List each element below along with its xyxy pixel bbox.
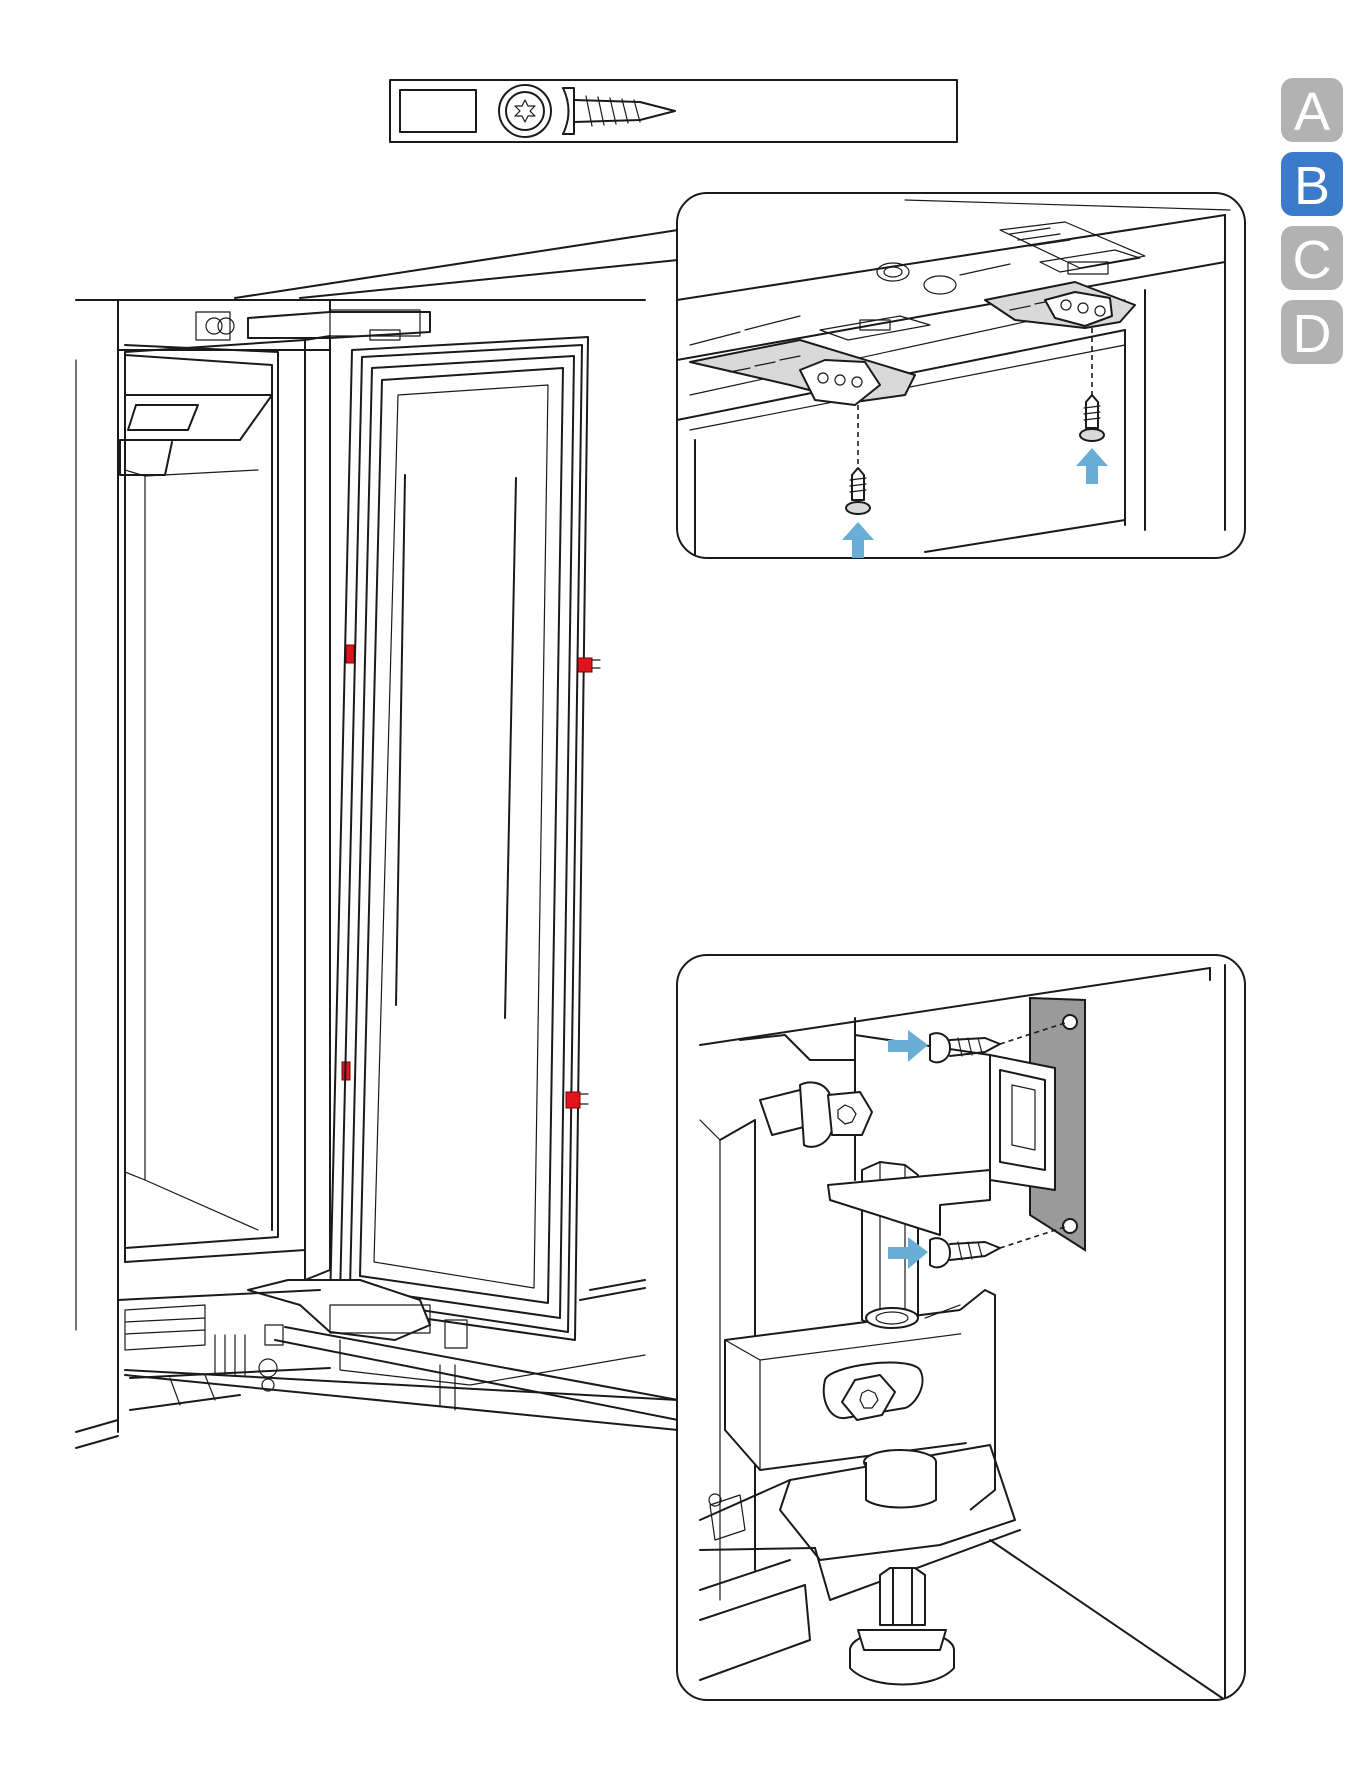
refrigerator-door (330, 337, 600, 1340)
top-hinge-plate-screws-detail (677, 193, 1245, 560)
step-tab-b[interactable]: B (1281, 152, 1343, 216)
step-tab-a[interactable]: A (1281, 78, 1343, 142)
step-tab-b-label: B (1294, 156, 1330, 216)
step-tabs: A B C D (1281, 78, 1343, 364)
parts-box (390, 80, 957, 142)
quantity-field (400, 90, 476, 132)
screw-icon (563, 88, 675, 134)
step-tab-c-label: C (1293, 230, 1332, 290)
step-tab-c[interactable]: C (1281, 226, 1343, 290)
step-tab-d[interactable]: D (1281, 300, 1343, 364)
step-tab-a-label: A (1294, 82, 1330, 142)
refrigerator-door-open-view (76, 230, 678, 1448)
bottom-hinge-bracket-screws-detail (677, 955, 1245, 1700)
torx-head-icon (499, 85, 551, 137)
step-tab-d-label: D (1293, 304, 1332, 364)
